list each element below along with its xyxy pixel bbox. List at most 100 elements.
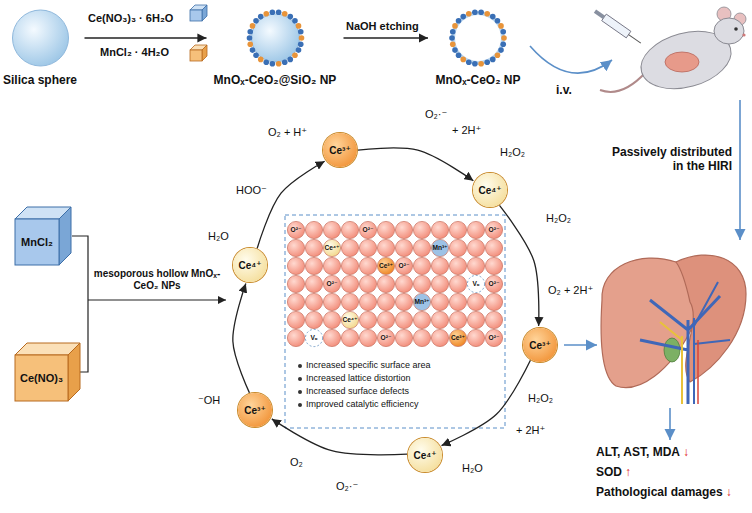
lattice-sphere bbox=[305, 293, 322, 310]
change-arrow: ↓ bbox=[683, 446, 689, 460]
lattice-ion: O²⁻ bbox=[381, 334, 392, 342]
lattice-ion: O²⁻ bbox=[363, 226, 374, 234]
lattice-sphere bbox=[449, 221, 466, 238]
particle-drawing bbox=[12, 10, 68, 66]
lattice-sphere bbox=[485, 293, 502, 310]
reagent-cubes bbox=[202, 5, 207, 21]
particle-drawing bbox=[498, 23, 504, 29]
mouse bbox=[600, 72, 646, 92]
flow-arrow bbox=[739, 100, 741, 240]
cube-drawing bbox=[68, 343, 80, 401]
flow-arrow bbox=[669, 408, 671, 440]
particle-drawing bbox=[460, 57, 466, 63]
node-label: Silica sphere bbox=[3, 73, 77, 87]
lattice-sphere bbox=[413, 329, 430, 346]
reagent-label: MnCl₂ · 4H₂O bbox=[100, 46, 169, 59]
cube-face: Ce(NO)₃ bbox=[15, 355, 68, 401]
cerium-ion: Ce⁴⁺ bbox=[233, 248, 267, 282]
cerium-ion: Ce³⁺ bbox=[323, 133, 357, 167]
particle-drawing bbox=[275, 9, 281, 15]
lattice-sphere bbox=[377, 275, 394, 292]
syringe bbox=[629, 35, 641, 44]
cube-drawing bbox=[15, 355, 68, 401]
reagent-cubes bbox=[190, 10, 202, 21]
liver bbox=[694, 282, 730, 404]
lattice-sphere bbox=[431, 239, 448, 256]
route-label: i.v. bbox=[556, 84, 572, 98]
lattice-sphere bbox=[485, 311, 502, 328]
particle-drawing bbox=[247, 41, 253, 47]
lattice-sphere bbox=[395, 257, 412, 274]
particle-drawing bbox=[450, 41, 456, 47]
particle-sphere: MnOₓ-CeO₂ NP bbox=[431, 8, 525, 88]
particle-drawing bbox=[472, 9, 478, 15]
bullet-dots bbox=[298, 364, 302, 368]
node-label: MnOₓ-CeO₂@SiO₂ NP bbox=[214, 73, 337, 87]
lattice-sphere bbox=[341, 311, 358, 328]
lattice-sphere bbox=[305, 257, 322, 274]
lattice-sphere bbox=[287, 221, 304, 238]
particle-drawing bbox=[246, 35, 252, 41]
outcome-text: Pathological damages bbox=[596, 486, 723, 500]
lattice-sphere bbox=[323, 329, 340, 346]
particle-drawing bbox=[466, 60, 472, 66]
syringe bbox=[594, 9, 605, 19]
syringe bbox=[602, 14, 631, 38]
reaction-species: H₂O₂ bbox=[528, 392, 553, 405]
lattice-ion: O²⁻ bbox=[399, 262, 410, 270]
redox-arrow bbox=[257, 161, 325, 248]
lattice-ion: O²⁻ bbox=[489, 226, 500, 234]
lattice-ion: O²⁻ bbox=[291, 226, 302, 234]
lattice-sphere bbox=[485, 257, 502, 274]
lattice-sphere bbox=[377, 257, 394, 274]
particle-sphere: Silica sphere bbox=[0, 8, 82, 88]
mouse bbox=[665, 52, 699, 72]
ion-label: Ce⁴⁺ bbox=[413, 450, 436, 461]
particle-drawing bbox=[452, 47, 458, 53]
reagent-cubes bbox=[190, 50, 202, 61]
lattice-sphere bbox=[359, 311, 376, 328]
ion-label: Ce⁴⁺ bbox=[238, 260, 261, 271]
synthesis-arrow bbox=[88, 299, 226, 300]
particle-drawing bbox=[472, 61, 478, 67]
particle-drawing bbox=[500, 29, 506, 35]
mouse bbox=[714, 18, 744, 44]
mouse bbox=[742, 33, 745, 36]
lattice-sphere bbox=[431, 329, 448, 346]
lattice-sphere bbox=[323, 311, 340, 328]
lattice-sphere bbox=[305, 239, 322, 256]
mouse bbox=[600, 7, 746, 98]
cube-drawing bbox=[15, 219, 59, 265]
particle-drawing bbox=[456, 52, 462, 58]
ion-label: Ce³⁺ bbox=[329, 145, 350, 156]
precursor-cube: Ce(NO)₃ bbox=[14, 342, 81, 402]
redox-arrow bbox=[272, 419, 407, 455]
cerium-ion: Ce⁴⁺ bbox=[473, 173, 507, 207]
bullet-dots bbox=[298, 403, 302, 407]
reaction-species: O₂ + H⁺ bbox=[268, 126, 307, 139]
lattice-sphere bbox=[323, 221, 340, 238]
cerium-ion: Ce⁴⁺ bbox=[408, 438, 442, 472]
particle-drawing bbox=[490, 14, 496, 20]
cerium-ion: Ce³⁺ bbox=[238, 393, 272, 427]
bullet-dots bbox=[298, 390, 302, 394]
lattice-sphere bbox=[359, 221, 376, 238]
redox-arrow bbox=[499, 205, 538, 326]
reaction-species: H₂O₂ bbox=[500, 146, 525, 159]
particle-drawing bbox=[295, 47, 301, 53]
particle-drawing bbox=[249, 47, 255, 53]
lattice-sphere bbox=[395, 239, 412, 256]
particle-drawing bbox=[210, 8, 341, 70]
step-label: Passively distributed in the HIRI bbox=[606, 146, 732, 174]
lattice-sphere bbox=[431, 293, 448, 310]
lattice-sphere bbox=[413, 257, 430, 274]
lattice-sphere bbox=[305, 221, 322, 238]
lattice-sphere bbox=[413, 311, 430, 328]
particle-drawing bbox=[292, 52, 298, 58]
reagent-cubes bbox=[190, 5, 207, 61]
lattice-sphere bbox=[449, 311, 466, 328]
lattice-sphere bbox=[485, 275, 502, 292]
particle-drawing bbox=[490, 57, 496, 63]
lattice-sphere bbox=[449, 293, 466, 310]
